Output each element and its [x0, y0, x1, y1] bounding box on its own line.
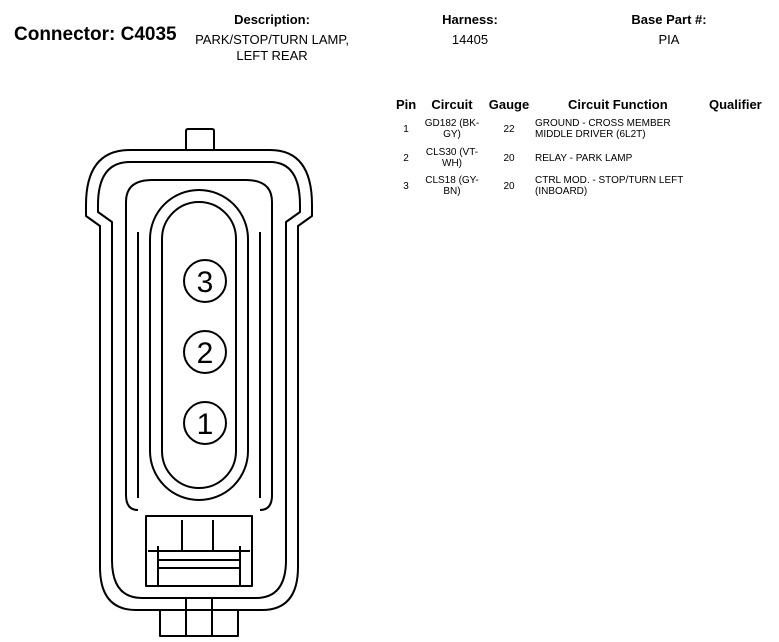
harness-value: 14405 [451, 32, 489, 47]
col-header-circuit: Circuit [431, 97, 473, 112]
pin-3-label: 3 [197, 266, 214, 299]
pin-1-label: 1 [197, 408, 214, 441]
row-circuit: CLS30 (VT-WH) [425, 147, 479, 169]
pin-cavity-inner [161, 201, 237, 489]
row-gauge: 20 [503, 153, 515, 164]
latch-frame [145, 515, 253, 587]
col-header-function: Circuit Function [568, 97, 668, 112]
col-header-gauge: Gauge [488, 97, 530, 112]
pin-2-label: 2 [197, 337, 214, 370]
connector-face-diagram: 3 2 1 [85, 128, 313, 637]
col-header-pin: Pin [396, 97, 417, 112]
housing-top-frame [125, 179, 273, 216]
row-gauge: 22 [503, 124, 515, 135]
row-function: RELAY - PARK LAMP [535, 153, 633, 164]
row-gauge: 20 [503, 181, 515, 192]
pin-1-circle [183, 401, 227, 445]
row-circuit: CLS18 (GY-BN) [425, 175, 479, 197]
housing-left-rail [125, 216, 139, 511]
connector-housing-outer [85, 149, 313, 611]
housing-right-rail [259, 216, 273, 511]
base-part-value: PIA [658, 32, 680, 47]
row-function: CTRL MOD. - STOP/TURN LEFT (INBOARD) [535, 175, 684, 197]
harness-label: Harness: [442, 12, 498, 27]
row-pin: 3 [403, 181, 409, 192]
row-function: GROUND - CROSS MEMBER MIDDLE DRIVER (6L2… [535, 118, 671, 140]
base-part-label: Base Part #: [631, 12, 707, 27]
bottom-tab [159, 610, 239, 637]
pin-cavity-outer [149, 189, 249, 501]
row-pin: 1 [403, 124, 409, 135]
locking-tab [185, 128, 215, 150]
connector-title: Connector: C4035 [14, 24, 177, 45]
row-pin: 2 [403, 153, 409, 164]
col-header-qualifier: Qualifier [709, 97, 762, 112]
pin-3-circle [183, 259, 227, 303]
row-circuit: GD182 (BK-GY) [424, 118, 480, 140]
description-value: PARK/STOP/TURN LAMP, LEFT REAR [195, 32, 349, 63]
connector-housing-inner [97, 161, 301, 599]
pin-2-circle [183, 330, 227, 374]
description-label: Description: [234, 12, 310, 27]
